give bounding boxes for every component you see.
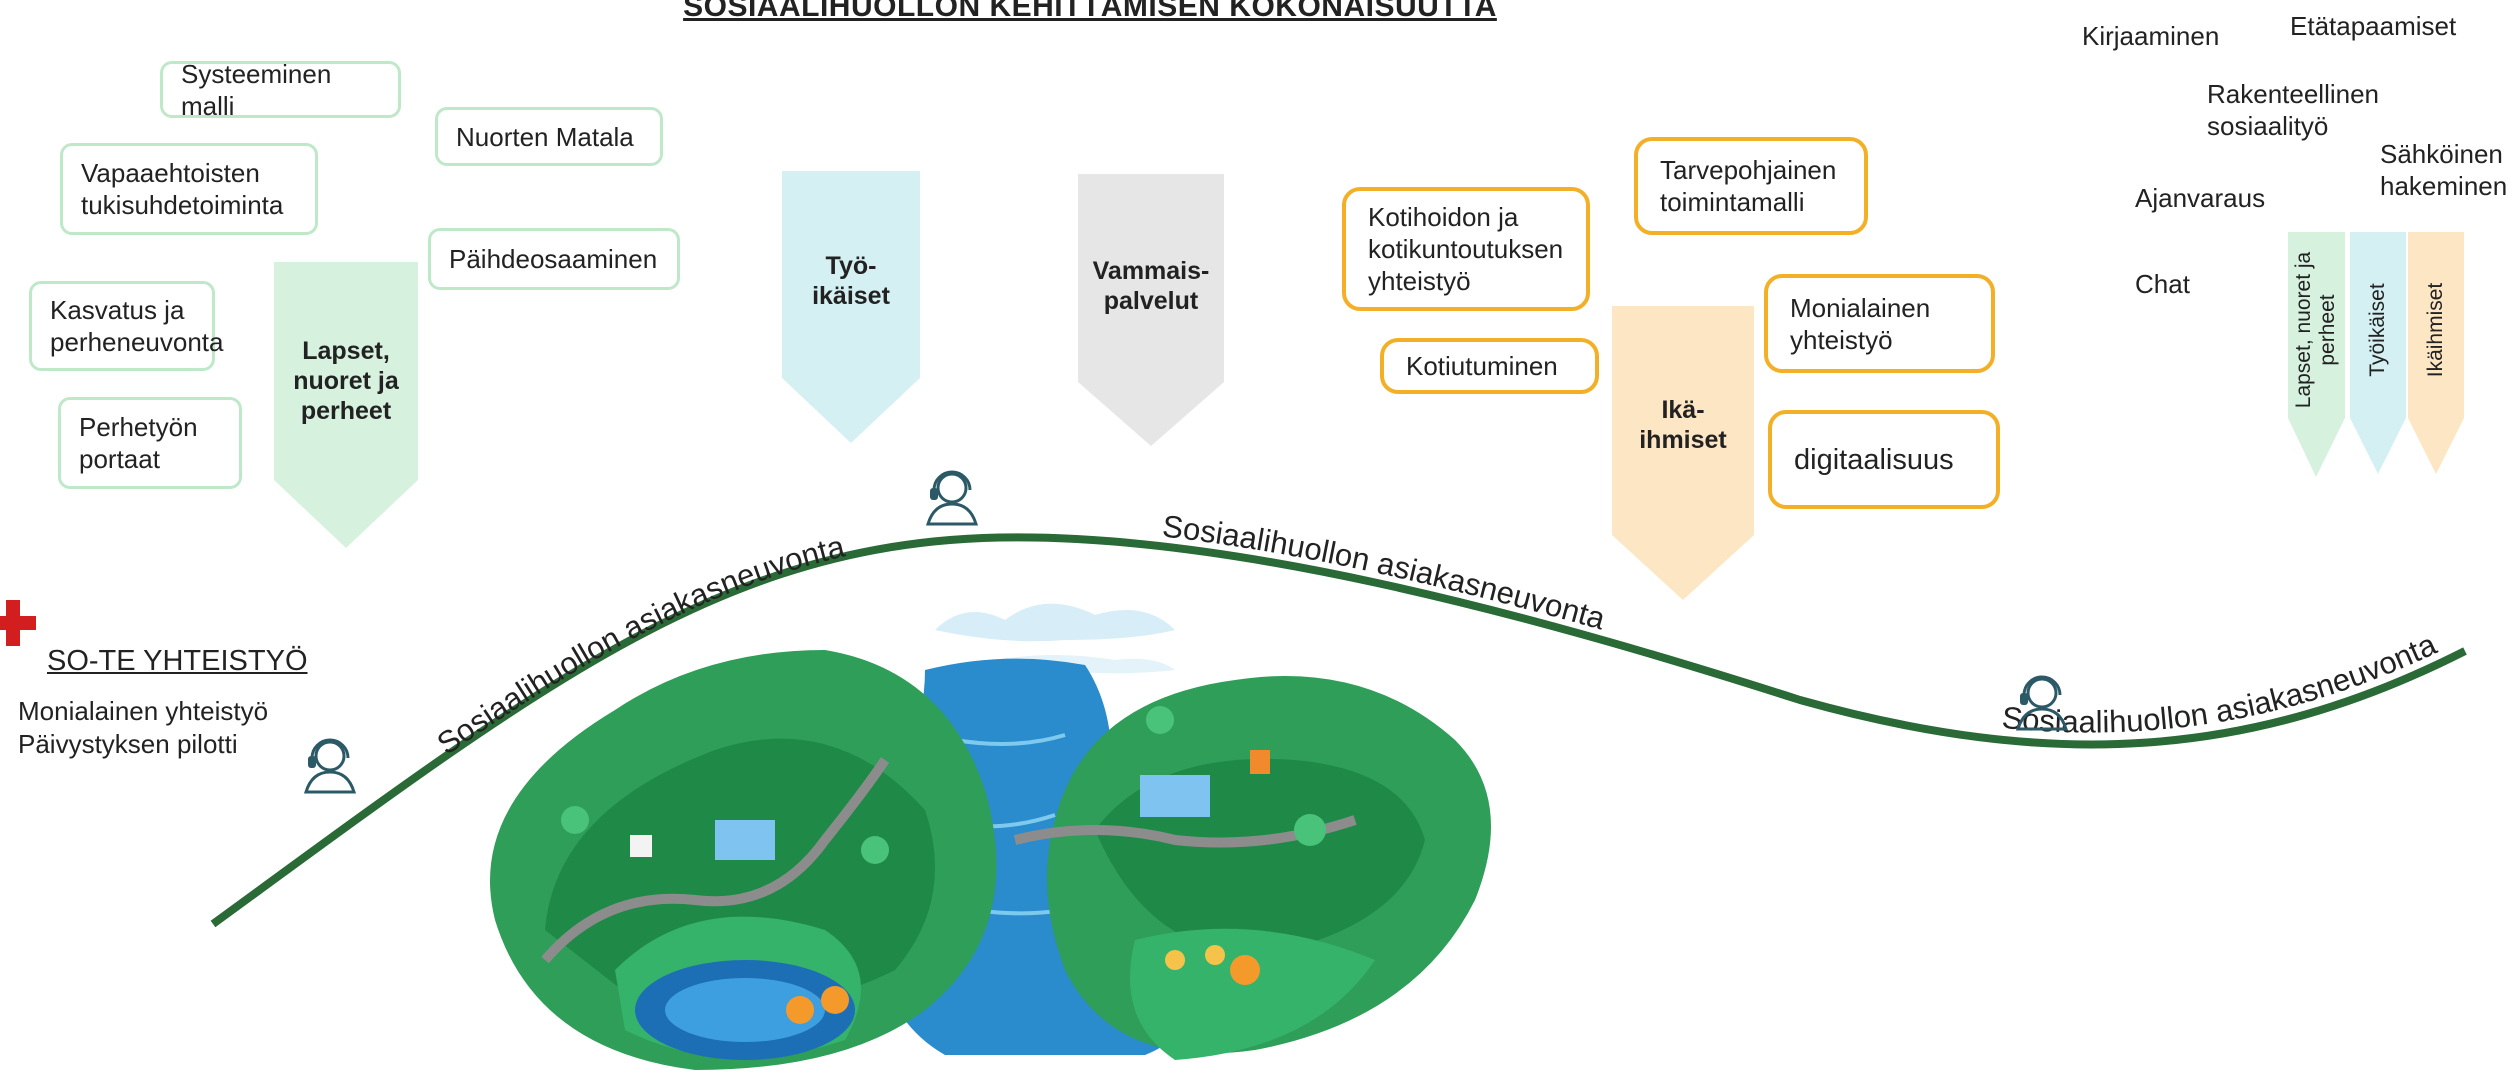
topic-sahkoinen: Sähköinen hakeminen [2380,139,2508,201]
headset-icon [303,738,357,794]
topic-etatapaamiset: Etätapaamiset [2290,11,2457,41]
topic-paihdeosaaminen: Päihdeosaaminen [428,228,680,290]
arrow-tyoikaiset-label: Työ-ikäiset [812,252,890,310]
red-cross-icon [0,600,36,646]
sote-line-2: Päivystyksen pilotti [18,729,238,759]
landscape-illustration [490,603,1491,1070]
headset-icon [2015,675,2069,731]
topic-label: Monialainen yhteistyö [1790,292,1931,355]
arrow-lapset-label: Lapset, nuoret ja perheet [293,337,399,425]
topic-kotihoidon: Kotihoidon ja kotikuntoutuksen yhteistyö [1342,187,1590,311]
topic-kirjaaminen: Kirjaaminen [2082,21,2220,51]
topic-label: Kotiutuminen [1406,351,1558,381]
arrow-vammais-label: Vammais-palvelut [1092,257,1210,315]
topic-kasvatus: Kasvatus ja perheneuvonta [29,281,223,371]
sote-line-1: Monialainen yhteistyö [18,696,269,726]
topic-ajanvaraus: Ajanvaraus [2135,183,2266,213]
arrow-ikaihmiset [1612,306,1754,600]
headset-icon [925,470,979,526]
arrow-ikaihmiset-label: Ikä-ihmiset [1639,396,1727,454]
topic-label: Tarvepohjainen toimintamalli [1660,155,1837,217]
topic-kotiutuminen: Kotiutuminen [1380,338,1599,394]
topic-label: digitaalisuus [1794,443,1954,476]
topic-chat: Chat [2135,269,2190,299]
topic-label: Päihdeosaaminen [449,244,658,274]
topic-perhetyon-portaat: Perhetyön portaat [58,397,242,489]
topic-digitaalisuus: digitaalisuus [1768,410,2000,509]
topic-systeeminen-malli: Systeeminen malli [160,59,401,121]
arrow-lapset [274,262,418,548]
page-title: SOSIAALIHUOLLON KEHITTÄMISEN KOKONAISUUT… [683,0,1497,23]
curve-label-1: Sosiaalihuollon asiakasneuvonta [431,528,849,761]
topic-monialainen: Monialainen yhteistyö [1764,274,1995,373]
topic-label: Perhetyön portaat [79,412,198,474]
topic-label: Kasvatus ja perheneuvonta [50,295,224,357]
topic-vapaaehtoisten: Vapaaehtoisten tukisuhdetoiminta [60,143,318,235]
sote-title: SO-TE YHTEISTYÖ [47,645,308,677]
small-arrow-lapset [2288,232,2345,477]
topic-tarvepohjainen: Tarvepohjainen toimintamalli [1634,137,1868,235]
topic-nuorten-matala: Nuorten Matala [435,107,663,166]
topic-label: Kotihoidon ja kotikuntoutuksen yhteistyö [1368,202,1564,296]
topic-label: Vapaaehtoisten tukisuhdetoiminta [81,158,284,220]
arrow-tyoikaiset [782,171,920,443]
topic-label: Nuorten Matala [456,121,634,152]
small-arrow-ikaihmiset [2408,232,2464,474]
small-arrow-tyoikaiset [2350,232,2406,474]
topic-rakenteellinen: Rakenteellinen sosiaalityö [2207,79,2380,141]
curve-label-2: Sosiaalihuollon asiakasneuvonta [1161,508,1610,636]
arrow-vammais [1078,174,1224,446]
topic-label: Systeeminen malli [181,58,332,121]
